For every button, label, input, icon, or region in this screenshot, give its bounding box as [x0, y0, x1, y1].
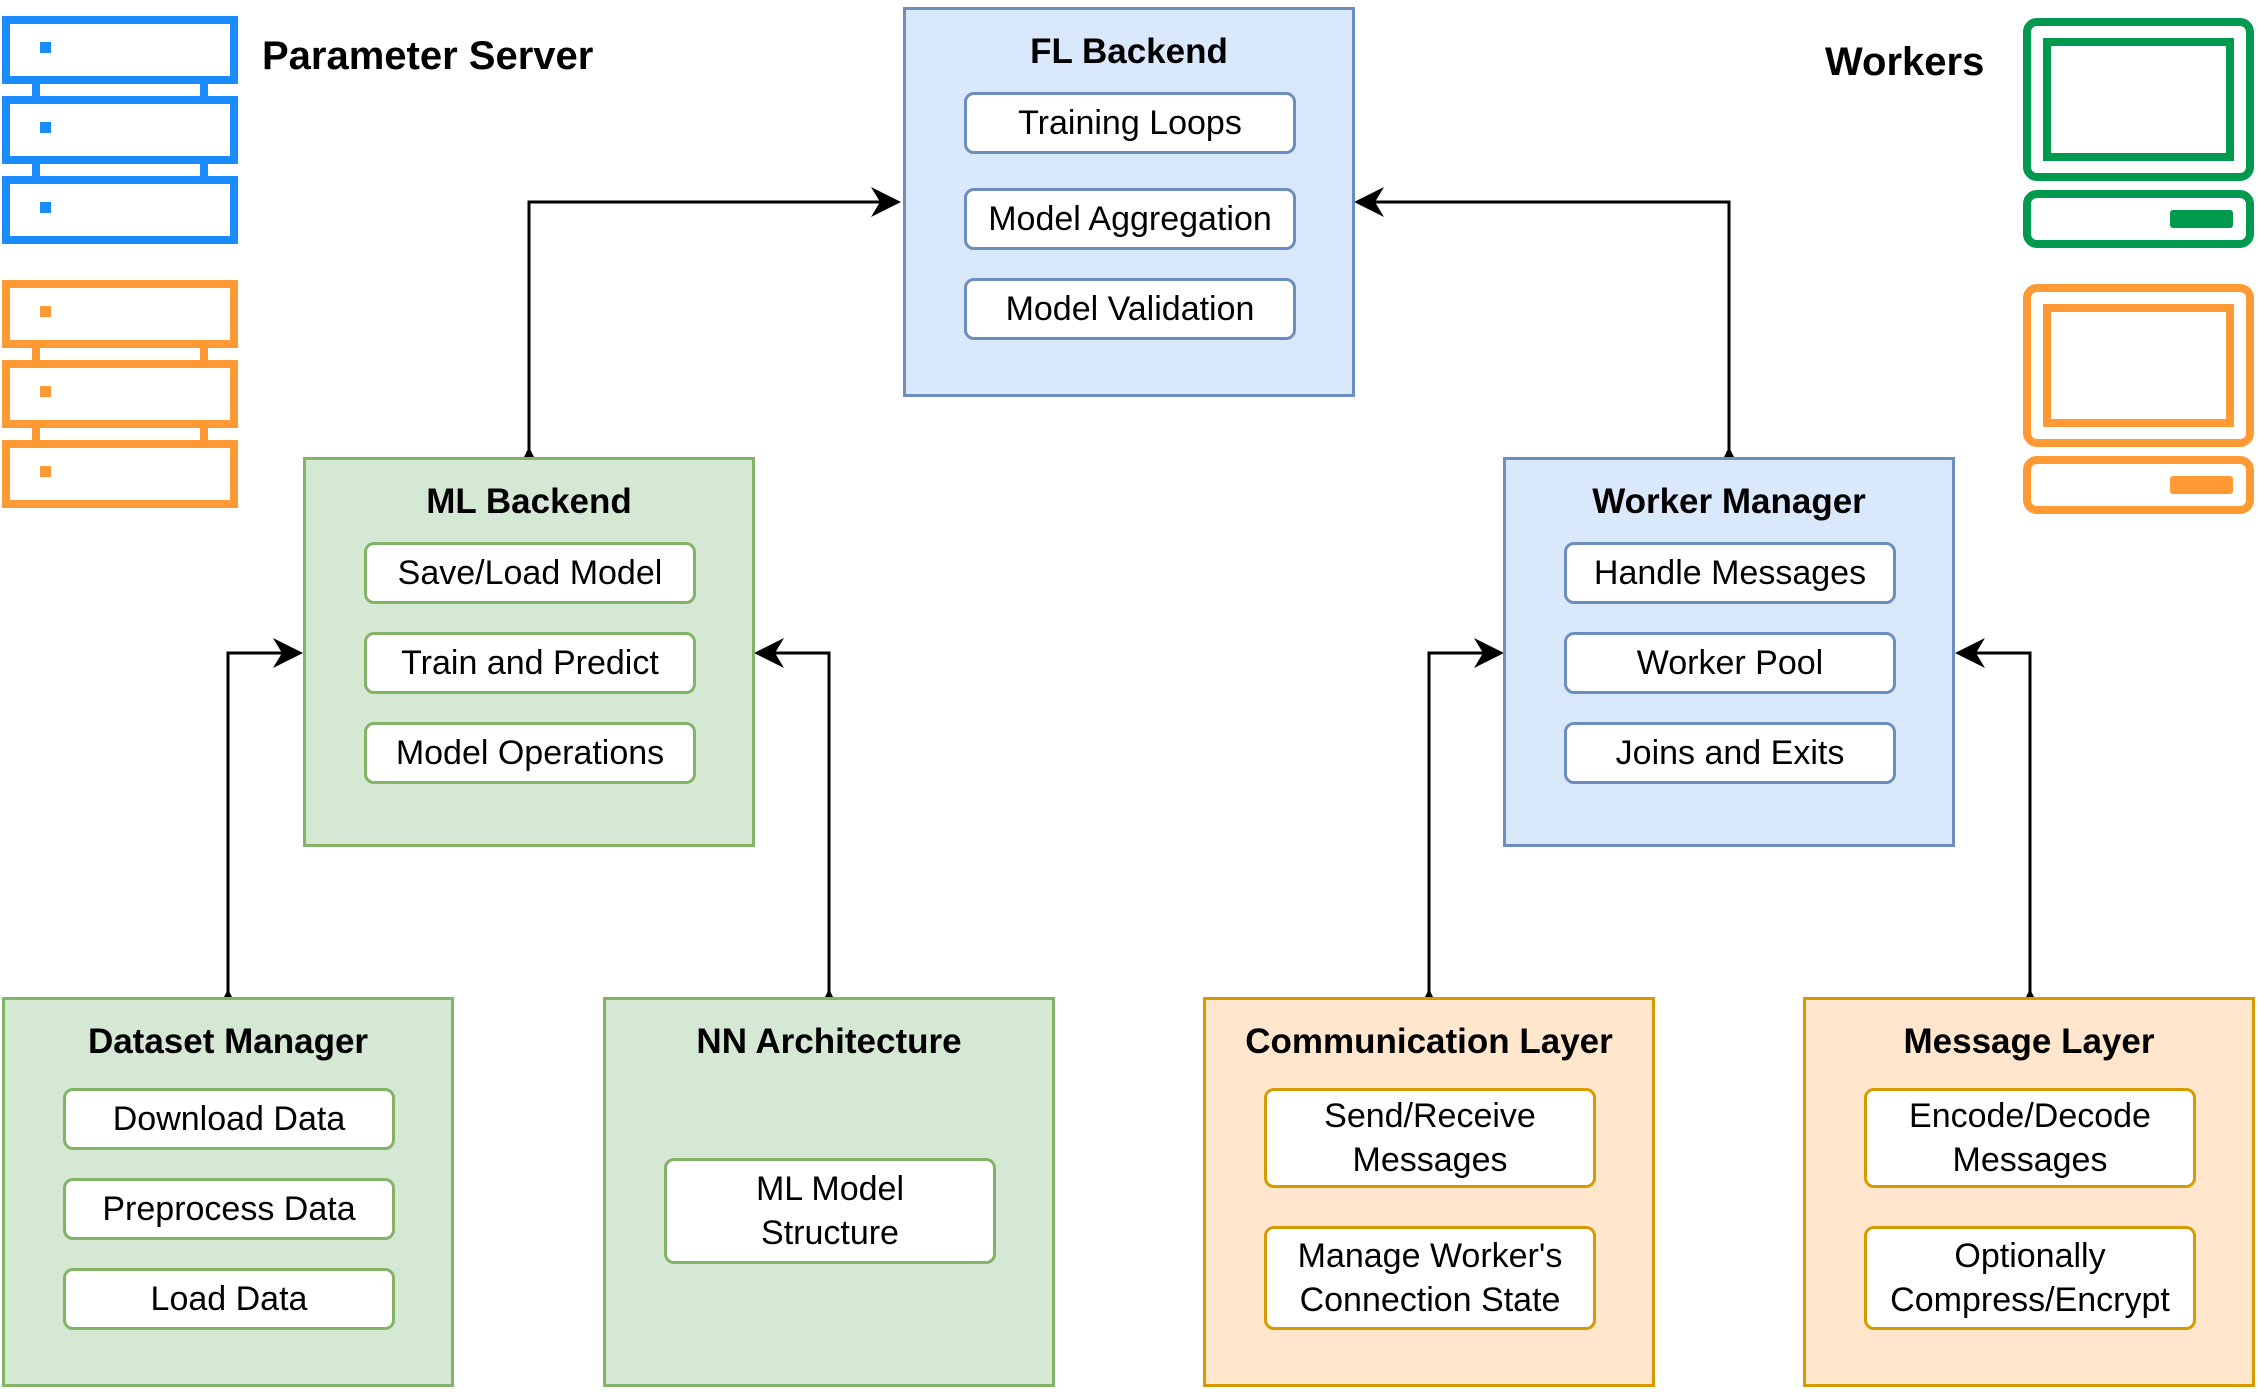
handle-messages-item: Handle Messages	[1564, 542, 1896, 604]
ml-backend-title: ML Backend	[426, 482, 632, 521]
arrow-worker-comm	[1414, 638, 1504, 1019]
send-receive-messages-item: Send/Receive Messages	[1264, 1088, 1596, 1188]
message-layer-title: Message Layer	[1903, 1022, 2155, 1061]
nn-architecture-title: NN Architecture	[696, 1022, 962, 1061]
communication-layer-box: Communication Layer Send/Receive Message…	[1203, 997, 1655, 1387]
server-blue-icon	[2, 16, 238, 244]
worker-manager-box: Worker Manager Handle Messages Worker Po…	[1503, 457, 1955, 847]
joins-and-exits-item: Joins and Exits	[1564, 722, 1896, 784]
encode-decode-messages-item: Encode/Decode Messages	[1864, 1088, 2196, 1188]
load-data-item: Load Data	[63, 1268, 395, 1330]
worker-pool-item: Worker Pool	[1564, 632, 1896, 694]
download-data-item: Download Data	[63, 1088, 395, 1150]
ml-backend-box: ML Backend Save/Load Model Train and Pre…	[303, 457, 755, 847]
compress-encrypt-item: Optionally Compress/Encrypt	[1864, 1226, 2196, 1330]
dataset-manager-title: Dataset Manager	[87, 1022, 369, 1061]
preprocess-data-item: Preprocess Data	[63, 1178, 395, 1240]
dataset-manager-box: Dataset Manager Download Data Preprocess…	[2, 997, 454, 1387]
arrow-fl-ml	[514, 187, 901, 477]
server-stack-icons	[2, 16, 238, 508]
server-orange-icon	[2, 280, 238, 508]
ml-model-structure-item: ML Model Structure	[664, 1158, 996, 1264]
parameter-server-label: Parameter Server	[262, 34, 594, 78]
arrow-ml-dataset	[213, 638, 303, 1019]
save-load-model-item: Save/Load Model	[364, 542, 696, 604]
nn-architecture-box: NN Architecture ML Model Structure	[603, 997, 1055, 1387]
model-aggregation-item: Model Aggregation	[964, 188, 1296, 250]
arrow-worker-msg	[1955, 638, 2045, 1019]
arrow-ml-nn	[754, 638, 844, 1019]
fl-backend-box: FL Backend Training Loops Model Aggregat…	[903, 7, 1355, 397]
workers-label: Workers	[1825, 40, 1985, 84]
fl-backend-title: FL Backend	[1030, 32, 1228, 71]
train-and-predict-item: Train and Predict	[364, 632, 696, 694]
training-loops-item: Training Loops	[964, 92, 1296, 154]
message-layer-box: Message Layer Encode/Decode Messages Opt…	[1803, 997, 2255, 1387]
communication-layer-title: Communication Layer	[1245, 1022, 1613, 1061]
model-validation-item: Model Validation	[964, 278, 1296, 340]
manage-connection-state-item: Manage Worker's Connection State	[1264, 1226, 1596, 1330]
model-operations-item: Model Operations	[364, 722, 696, 784]
arrow-fl-worker	[1354, 187, 1744, 477]
worker-manager-title: Worker Manager	[1592, 482, 1866, 521]
